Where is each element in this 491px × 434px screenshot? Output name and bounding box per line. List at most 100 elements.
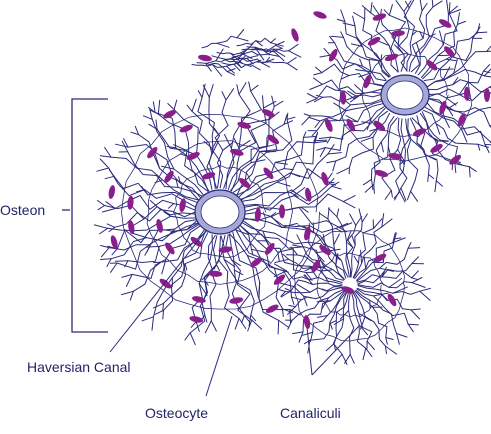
- canaliculus-branch: [389, 5, 392, 16]
- canaliculus-branch: [314, 140, 327, 141]
- canaliculus-branch: [252, 320, 262, 329]
- canaliculus-branch: [174, 100, 177, 110]
- canaliculus-branch: [101, 248, 109, 257]
- canaliculus-branch: [153, 303, 163, 308]
- canaliculus-branch: [235, 318, 239, 329]
- canaliculus-branch: [411, 310, 420, 319]
- canaliculi-network: [94, 0, 491, 365]
- canaliculus-branch: [432, 0, 433, 7]
- canaliculus-branch: [458, 13, 460, 25]
- canaliculus-branch: [315, 141, 327, 143]
- canaliculus: [380, 16, 398, 72]
- canaliculus-branch: [152, 317, 154, 330]
- canaliculus-branch: [287, 63, 297, 70]
- canaliculus-branch: [147, 246, 160, 247]
- canaliculus-branch: [158, 100, 159, 114]
- canaliculus-branch: [408, 324, 418, 325]
- canaliculus-branch: [397, 334, 408, 338]
- canaliculus-branch: [309, 117, 320, 121]
- canaliculus-branch: [408, 243, 411, 249]
- canaliculus-branch: [371, 3, 372, 13]
- canaliculus-branch: [313, 223, 314, 232]
- canaliculus-branch: [439, 69, 453, 70]
- canaliculus-branch: [484, 76, 491, 77]
- canaliculus-branch: [487, 51, 491, 52]
- canaliculus-branch: [469, 167, 476, 172]
- osteocyte-cell: [191, 295, 206, 304]
- canaliculus-branch: [163, 310, 164, 319]
- canaliculus-branch: [162, 166, 174, 169]
- canaliculus-branch: [167, 147, 176, 148]
- canaliculus-branch: [263, 96, 264, 108]
- canaliculus-branch: [288, 320, 292, 329]
- canaliculus-branch: [316, 67, 323, 72]
- canaliculus-branch: [337, 209, 339, 217]
- canaliculus-branch: [319, 137, 330, 138]
- canaliculus-branch: [107, 259, 111, 267]
- canaliculus-branch: [111, 263, 118, 272]
- canaliculus-branch: [408, 324, 413, 332]
- canaliculus: [429, 82, 491, 95]
- canaliculus-branch: [435, 181, 436, 192]
- canaliculus-branch: [98, 206, 104, 210]
- canaliculus-branch: [205, 315, 207, 322]
- canaliculus-branch: [411, 191, 418, 201]
- canaliculus-branch: [320, 55, 330, 57]
- canaliculus-branch: [289, 306, 296, 307]
- canaliculus-branch: [408, 191, 411, 199]
- canaliculus-branch: [440, 31, 444, 45]
- canaliculus-branch: [381, 55, 382, 61]
- canaliculus-branch: [292, 297, 295, 304]
- canaliculus-branch: [385, 346, 396, 354]
- canaliculus-branch: [105, 147, 111, 157]
- canaliculus-branch: [308, 94, 318, 99]
- canaliculus-branch: [100, 159, 109, 168]
- canaliculus: [226, 91, 261, 189]
- canaliculus-branch: [453, 78, 458, 85]
- osteocyte-cell: [279, 204, 285, 218]
- canaliculus-branch: [363, 179, 371, 184]
- canaliculus-branch: [386, 338, 393, 340]
- canaliculus-branch: [327, 137, 331, 143]
- canaliculus-branch: [361, 250, 362, 263]
- canaliculus-branch: [381, 142, 383, 152]
- canaliculus-branch: [320, 214, 328, 219]
- canaliculus-branch: [101, 259, 112, 260]
- canaliculus-branch: [310, 84, 323, 89]
- canaliculus-branch: [328, 153, 342, 154]
- canaliculus: [217, 53, 241, 55]
- canaliculus-branch: [211, 321, 216, 331]
- canaliculus-branch: [289, 44, 299, 51]
- canaliculus: [323, 95, 381, 102]
- canaliculus-branch: [447, 0, 449, 14]
- canaliculus-branch: [168, 104, 174, 110]
- canaliculus: [228, 108, 266, 190]
- canaliculus-branch: [363, 348, 366, 359]
- canaliculus-branch: [102, 209, 115, 213]
- canaliculus-branch: [156, 120, 157, 129]
- canaliculus-branch: [433, 1, 442, 7]
- canaliculus-branch: [374, 219, 382, 229]
- canaliculus-branch: [458, 21, 466, 24]
- canaliculus-branch: [262, 63, 269, 67]
- canaliculus: [355, 26, 389, 77]
- osteocyte-cell: [237, 121, 252, 131]
- canaliculus-branch: [477, 32, 486, 33]
- canaliculus-branch: [190, 333, 195, 345]
- haversian-canal-lumen: [201, 196, 239, 228]
- canaliculus-branch: [343, 196, 355, 202]
- canaliculus-branch: [428, 174, 429, 181]
- canaliculus-branch: [284, 169, 293, 170]
- canaliculus-branch: [412, 278, 419, 280]
- osteocyte-cell: [290, 27, 300, 42]
- canaliculus-branch: [362, 6, 370, 13]
- canaliculus-branch: [288, 307, 296, 315]
- canaliculus-branch: [185, 333, 190, 340]
- canaliculus-branch: [149, 124, 157, 129]
- canaliculus-branch: [354, 13, 365, 20]
- canaliculus-branch: [251, 160, 265, 163]
- canaliculus-branch: [449, 3, 450, 14]
- canaliculus-branch: [469, 167, 470, 177]
- canaliculus-branch: [395, 238, 401, 239]
